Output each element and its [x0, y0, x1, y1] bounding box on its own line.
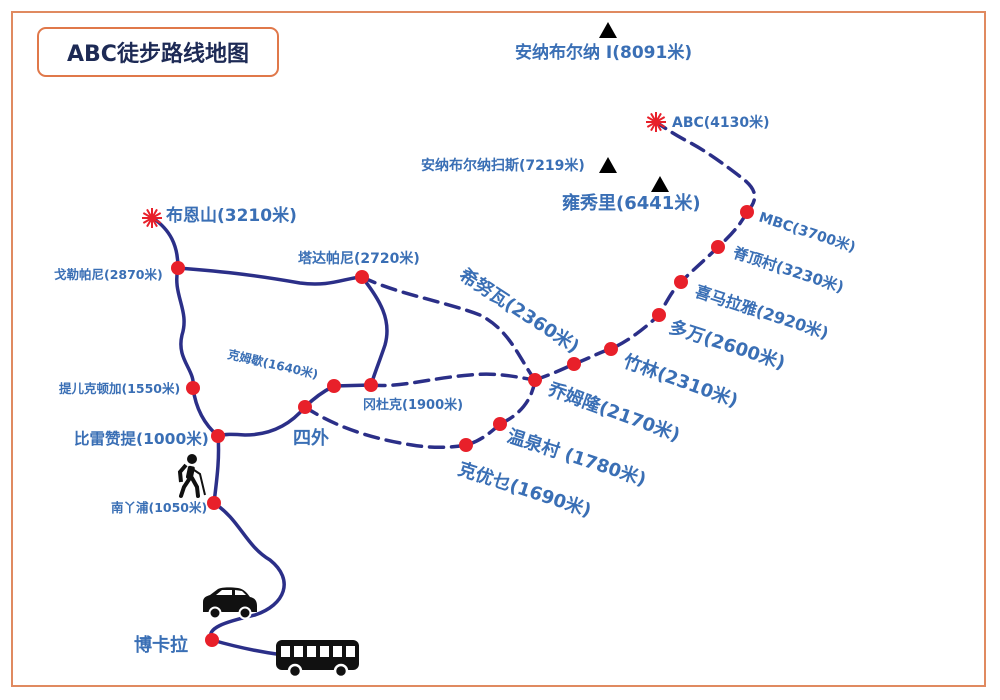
- route-ghandruk-chomrong: [369, 372, 537, 388]
- mountain-peak-icon: [599, 22, 617, 38]
- route-mbc-abc: [654, 120, 757, 214]
- stop-dot: [652, 308, 666, 322]
- starburst-center: [149, 215, 155, 221]
- stop-label-pokhara: 博卡拉: [134, 634, 188, 656]
- stop-dot: [604, 342, 618, 356]
- summit-label-poon-hill: 布恩山(3210米): [166, 205, 297, 226]
- stop-dot: [207, 496, 221, 510]
- peak-label-hiunchuli: 雍秀里(6441米): [562, 192, 701, 214]
- stop-label-sinuwa: 希努瓦(2360米): [455, 264, 583, 358]
- stop-dot: [711, 240, 725, 254]
- stop-label-mbc: MBC(3700米): [757, 209, 858, 256]
- stop-dot: [567, 357, 581, 371]
- stop-label-bamboo: 竹林(2310米): [619, 350, 741, 412]
- stop-label-kimche: 克姆歇(1640米): [226, 346, 319, 381]
- map-title: ABC徒步路线地图: [37, 27, 279, 77]
- stop-dot: [355, 270, 369, 284]
- stop-label-deurali: 脊顶村(3230米): [730, 243, 846, 296]
- route-ghorepani-tadapani: [176, 266, 364, 286]
- stop-dot: [186, 381, 200, 395]
- stop-dot: [493, 417, 507, 431]
- stop-label-birethanti: 比雷赞提(1000米): [74, 429, 209, 448]
- stop-label-tadapani: 塔达帕尼(2720米): [298, 250, 420, 267]
- route-syauli-birethanti: [216, 405, 307, 438]
- car-icon: [203, 587, 257, 620]
- mountain-peak-icon: [651, 176, 669, 192]
- stop-dot: [740, 205, 754, 219]
- stop-dot: [674, 275, 688, 289]
- starburst-icon: [142, 208, 162, 228]
- stop-label-nayapul: 南丫浦(1050米): [111, 500, 207, 515]
- peak-label-annapurna-south: 安纳布尔纳扫斯(7219米): [421, 157, 585, 174]
- starburst-center: [653, 119, 659, 125]
- route-tadapani-chomrong: [360, 275, 537, 382]
- stop-dot: [298, 400, 312, 414]
- stop-label-tikhedhunga: 提儿克顿加(1550米): [59, 381, 180, 396]
- stop-dot: [205, 633, 219, 647]
- stop-dot: [528, 373, 542, 387]
- starburst-icon: [646, 112, 666, 132]
- hiker-icon: [177, 454, 206, 498]
- stop-dot: [171, 261, 185, 275]
- stop-dot: [364, 378, 378, 392]
- stop-dot: [211, 429, 225, 443]
- stop-dot: [327, 379, 341, 393]
- stop-dot: [459, 438, 473, 452]
- route-nayapul-pokhara: [208, 501, 286, 642]
- mountain-peak-icon: [599, 157, 617, 173]
- route-syauli-kyumi: [303, 405, 468, 449]
- stop-label-chomrong: 乔姆隆(2170米): [544, 378, 683, 446]
- stop-label-ghandruk: 冈杜克(1900米): [363, 397, 463, 413]
- stop-label-syauli: 四外: [293, 427, 329, 449]
- peak-label-annapurna-i: 安纳布尔纳 I(8091米): [515, 42, 692, 63]
- summit-label-abc: ABC(4130米): [672, 114, 770, 131]
- bus-icon: [276, 640, 359, 679]
- route-pokhara-bus: [210, 638, 285, 657]
- route-west-ridge: [175, 266, 220, 438]
- stop-dots: [171, 205, 754, 647]
- stop-label-ghorepani: 戈勒帕尼(2870米): [54, 267, 163, 282]
- map-frame: [11, 11, 986, 687]
- route-chomrong-jhinu: [498, 378, 537, 426]
- route-birethanti-nayapul: [212, 434, 221, 505]
- route-tadapani-ghandruk: [360, 275, 389, 387]
